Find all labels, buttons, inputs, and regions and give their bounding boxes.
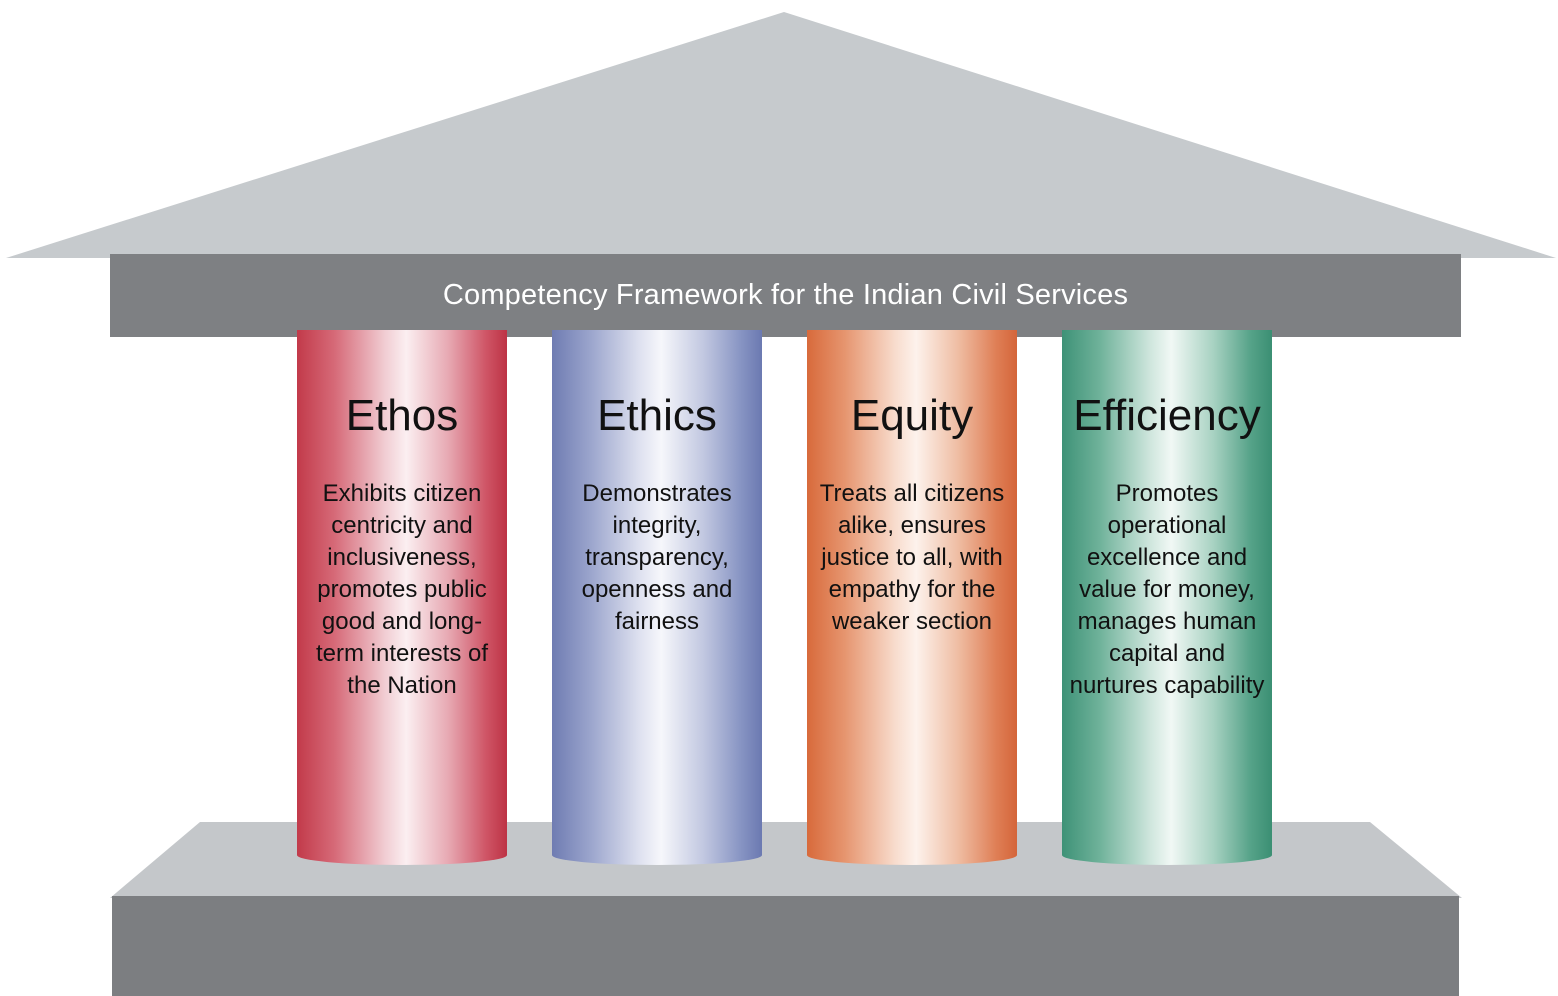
pillar-ethics-title: Ethics xyxy=(597,391,717,440)
temple-roof xyxy=(6,12,1556,258)
pillar-ethos-title: Ethos xyxy=(345,391,459,440)
temple-base-front xyxy=(112,896,1459,996)
pillar-efficiency: Efficiency Promotes operational excellen… xyxy=(1062,330,1272,865)
framework-title-banner: Competency Framework for the Indian Civi… xyxy=(110,254,1461,337)
pillar-equity-title: Equity xyxy=(850,391,974,440)
framework-title: Competency Framework for the Indian Civi… xyxy=(442,279,1129,311)
pillar-ethics: Ethics Demonstrates integrity, transpare… xyxy=(552,330,762,865)
pillar-ethos-description: Exhibits citizen centricity and inclusiv… xyxy=(315,480,489,699)
pillar-ethos: Ethos Exhibits citizen centricity and in… xyxy=(297,330,507,865)
pillar-equity: Equity Treats all citizens alike, ensure… xyxy=(807,330,1017,865)
pillar-equity-description: Treats all citizens alike, ensures justi… xyxy=(819,480,1005,635)
pillar-efficiency-title: Efficiency xyxy=(1073,391,1261,440)
pillar-ethics-description: Demonstrates integrity, transparency, op… xyxy=(581,480,733,635)
pillar-efficiency-description: Promotes operational excellence and valu… xyxy=(1069,480,1265,699)
